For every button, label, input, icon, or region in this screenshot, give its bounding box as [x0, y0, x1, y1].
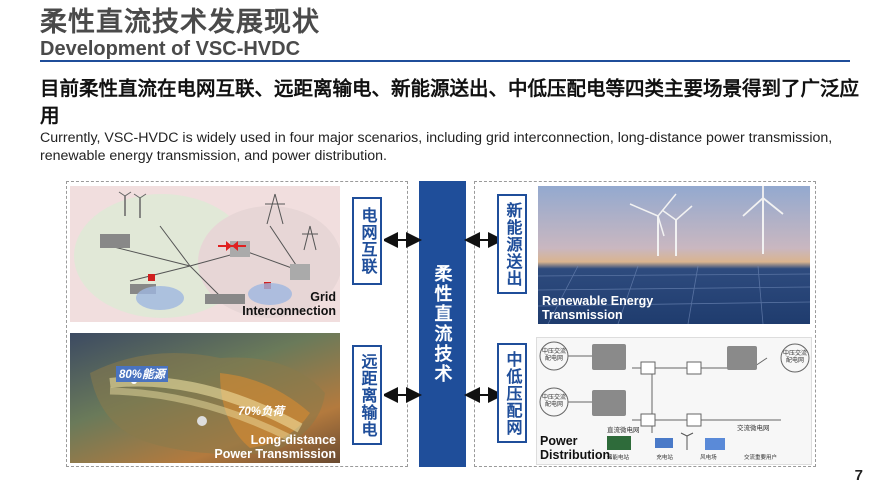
distribution-caption: Power Distribution [540, 434, 610, 462]
left-scenario-frame [66, 181, 408, 467]
mv-ac-node-left-bottom: 中压交流配电网 [542, 395, 567, 408]
title-divider [40, 60, 850, 62]
wind-solar-illustration [538, 186, 810, 324]
label-grid-interconnection: 电网互联 [352, 197, 382, 285]
load-share-label: 70%负荷 [238, 406, 285, 418]
load-label: 交流重要用户 [743, 455, 777, 461]
page-title: 柔性直流技术发展现状 [40, 7, 320, 37]
grid-caption: Grid Interconnection [242, 290, 336, 318]
wind-turbine-icon [118, 191, 147, 218]
grid-interconnection-panel: Grid Interconnection [70, 186, 340, 322]
long-distance-caption: Long-distance Power Transmission [214, 433, 336, 461]
station-icon [197, 416, 207, 426]
page-subtitle: Development of VSC-HVDC [40, 38, 301, 60]
mv-ac-node-left-top: 中压交流配电网 [542, 349, 567, 362]
renewable-caption-line1: Renewable Energy [542, 294, 654, 308]
load-label: 风电场 [700, 455, 717, 461]
renewable-panel: Renewable Energy Transmission [538, 186, 810, 324]
arrow-transmission-connector [384, 387, 504, 403]
arrow-grid-connector [384, 232, 504, 248]
subheadline: Currently, VSC-HVDC is widely used in fo… [40, 130, 833, 164]
headline: 目前柔性直流在电网互联、远距离输电、新能源送出、中低压配电等四类主要场景得到了广… [40, 78, 860, 127]
grid-caption-line2: Interconnection [242, 304, 336, 318]
label-distribution: 中低压配网 [497, 343, 527, 443]
ac-microgrid-label: 交流微电网 [737, 425, 770, 432]
label-renewable: 新能源送出 [497, 194, 527, 294]
right-scenario-frame [474, 181, 816, 467]
load-labels: 储能电站 充电站 风电场 交流重要用户 [607, 453, 777, 461]
distribution-network-diagram [539, 341, 810, 450]
distribution-caption-line1: Power [540, 434, 578, 448]
long-distance-panel: 80%能源 70%负荷 Long-distance Power Transmis… [70, 333, 340, 463]
grid-caption-line1: Grid [310, 290, 336, 304]
load-label: 充电站 [656, 455, 673, 461]
converter-icon [226, 241, 238, 251]
power-tower-icon [265, 193, 318, 251]
grid-network-illustration [74, 191, 340, 318]
mv-ac-node-right-top: 中压交流配电网 [783, 351, 808, 364]
distribution-caption-line2: Distribution [540, 448, 611, 462]
load-icons [607, 432, 725, 450]
distribution-panel: 中压交流配电网 中压交流配电网 中压交流配电网 直流微电网 交流微电网 储能电站… [536, 337, 812, 465]
label-long-distance: 远距离输电 [352, 345, 382, 445]
renewable-caption: Renewable Energy Transmission [542, 294, 653, 322]
page-number: 7 [854, 467, 863, 484]
energy-share-label: 80%能源 [116, 366, 169, 382]
vsc-hvdc-core-label: 柔性直流技术 [419, 181, 466, 467]
long-distance-caption-line1: Long-distance [250, 433, 336, 447]
dc-microgrid-label: 直流微电网 [607, 427, 640, 434]
long-distance-caption-line2: Power Transmission [214, 447, 336, 461]
load-label: 储能电站 [607, 455, 630, 461]
renewable-caption-line2: Transmission [542, 308, 623, 322]
